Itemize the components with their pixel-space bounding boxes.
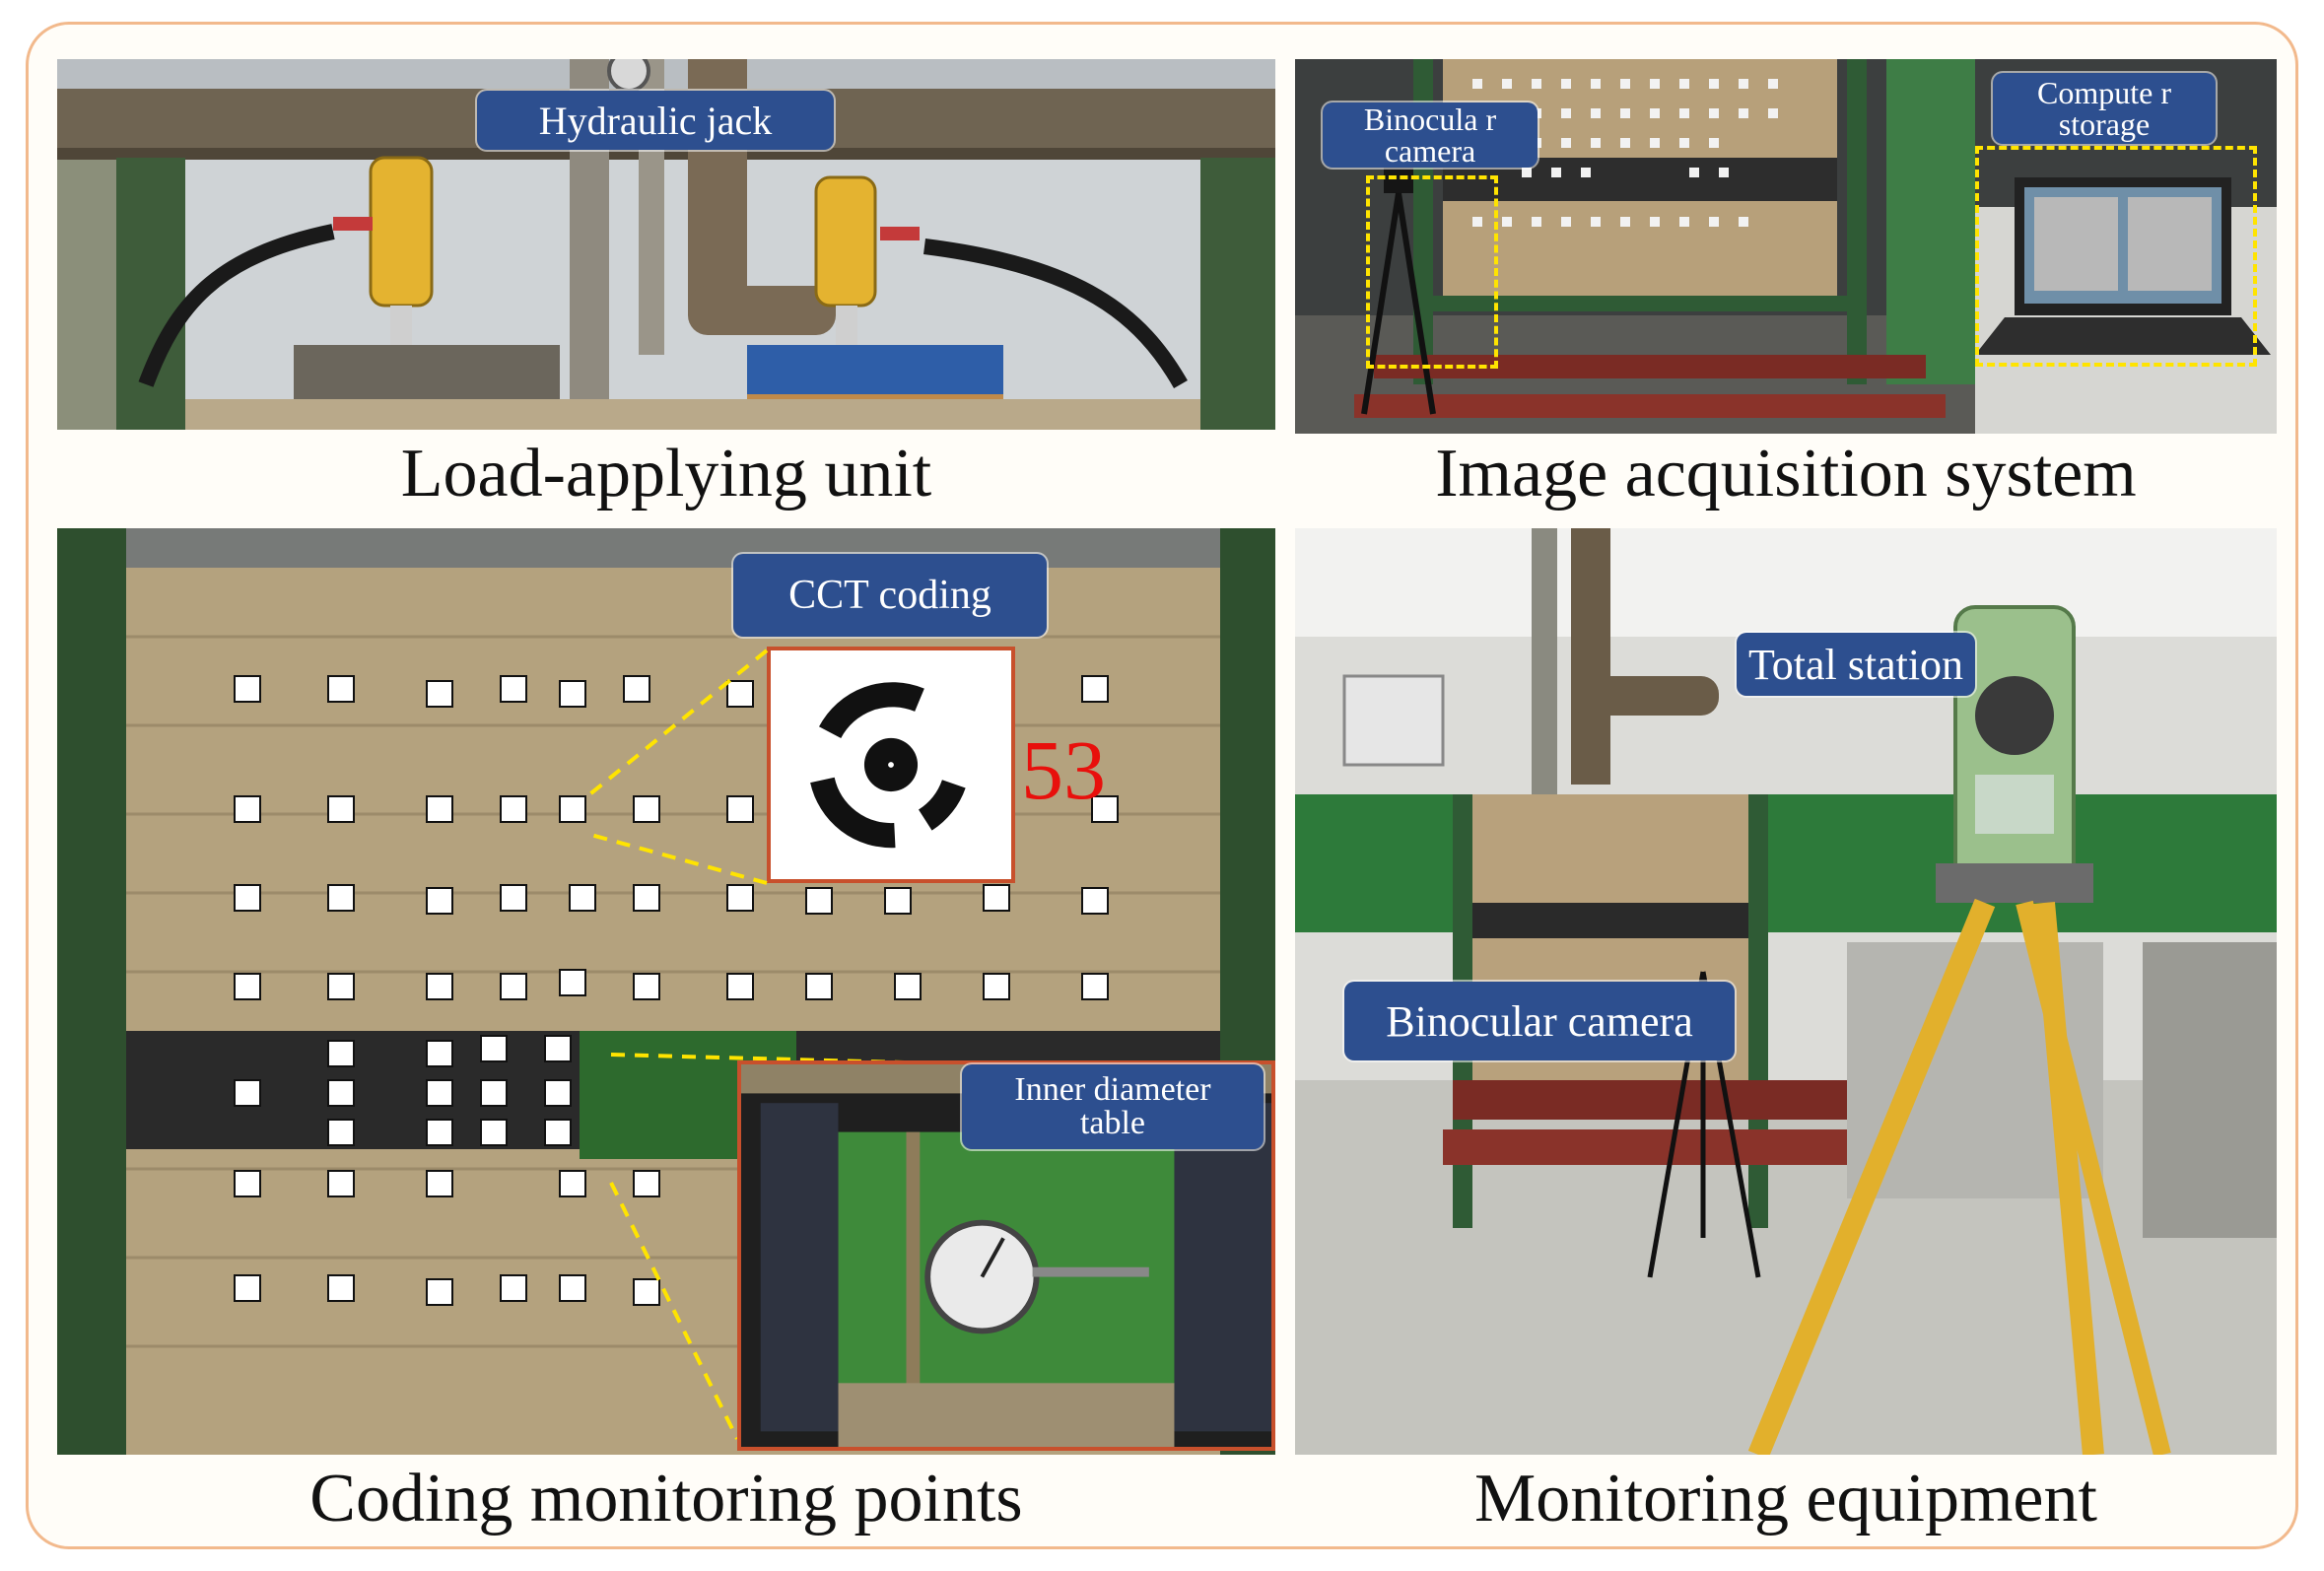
monitoring-equipment-caption: Monitoring equipment: [1474, 1461, 2097, 1537]
total-station-label: Total station: [1737, 633, 1975, 696]
computer-storage-label: Compute r storage: [1993, 73, 2216, 144]
binocular-camera-highlight: [1366, 175, 1498, 369]
binocular-camera-label-2: Binocular camera: [1344, 982, 1735, 1060]
image-acquisition-caption: Image acquisition system: [1435, 436, 2137, 512]
binocular-camera-label: Binocula r camera: [1323, 102, 1538, 168]
cct-target-inset: [767, 647, 1015, 883]
inner-diameter-label: Inner diameter table: [962, 1064, 1264, 1149]
computer-storage-highlight: [1975, 146, 2257, 367]
hydraulic-jack-label: Hydraulic jack: [477, 91, 834, 150]
coding-points-caption: Coding monitoring points: [309, 1461, 1023, 1537]
cct-target-icon: [810, 682, 966, 849]
load-applying-caption: Load-applying unit: [400, 436, 932, 512]
cct-coding-label: CCT coding: [733, 554, 1047, 637]
cct-number: 53: [1021, 722, 1106, 817]
